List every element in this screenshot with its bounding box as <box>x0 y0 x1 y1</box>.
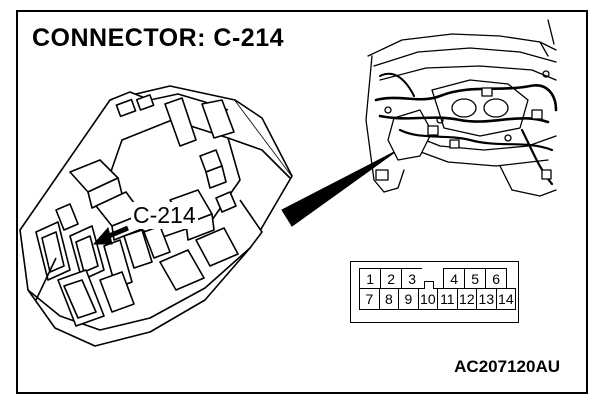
connector-title: CONNECTOR: C-214 <box>32 24 285 52</box>
pin-13: 13 <box>476 288 497 311</box>
connector-pin-face: 1 2 3 4 5 6 7 8 9 10 11 12 13 14 <box>350 261 519 323</box>
pin-grid-row-2: 7 8 9 10 11 12 13 14 <box>359 288 517 330</box>
pin-3: 3 <box>401 268 424 291</box>
pin-6: 6 <box>485 268 508 291</box>
pin-9: 9 <box>398 288 419 311</box>
pin-14: 14 <box>495 288 517 311</box>
pin-12: 12 <box>456 288 478 311</box>
pin-4: 4 <box>443 268 466 291</box>
connector-callout-label: C-214 <box>131 202 198 229</box>
connector-lock-tab <box>424 281 434 289</box>
pin-5: 5 <box>464 268 487 291</box>
arrow-icon <box>92 225 129 245</box>
pin-7: 7 <box>359 288 380 311</box>
pin-2: 2 <box>380 268 403 291</box>
dashboard-harness-view <box>365 19 558 197</box>
wedge-pointer-icon <box>281 149 399 227</box>
pin-8: 8 <box>378 288 400 311</box>
reference-code: AC207120AU <box>454 357 560 376</box>
pin-11: 11 <box>437 288 458 311</box>
pin-1: 1 <box>359 268 382 291</box>
pin-10: 10 <box>417 288 439 311</box>
